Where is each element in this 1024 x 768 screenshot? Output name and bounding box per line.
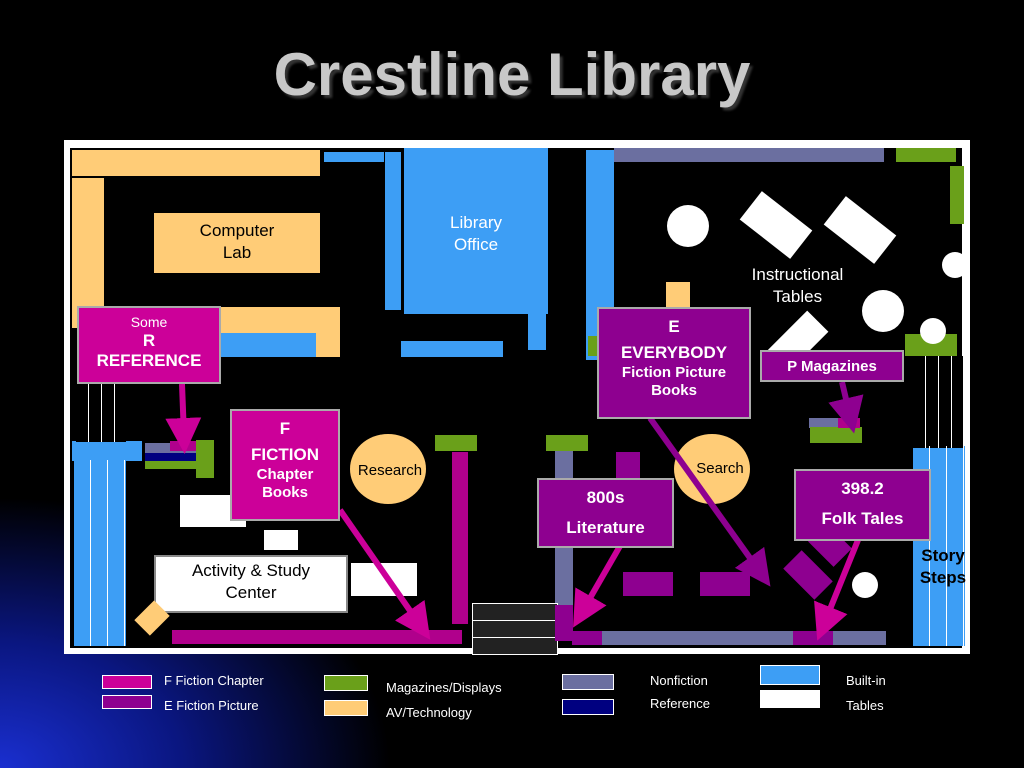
legend-reference: Reference	[650, 696, 710, 711]
legend-magazines: Magazines/Displays	[386, 680, 502, 695]
av-small-unit	[666, 282, 690, 310]
computer-lab-label: Computer Lab	[199, 221, 275, 262]
research-station[interactable]	[350, 434, 426, 504]
right-wall-stripes	[913, 356, 963, 448]
library-office	[404, 148, 548, 314]
fiction-callout-fiction: FICTION	[251, 445, 319, 465]
folk-tales-callout-398: 398.2	[841, 479, 884, 498]
legend-f-fiction: F Fiction Chapter	[164, 673, 264, 688]
legend-swatch-magazines	[324, 675, 368, 691]
builtin-under-office	[401, 341, 503, 357]
arrow-fiction	[337, 508, 431, 640]
everybody-callout-everybody: EVERYBODY	[620, 343, 728, 363]
builtin-left-shelf-top	[72, 441, 142, 461]
legend-av: AV/Technology	[386, 705, 472, 720]
left-wall-stripes	[76, 380, 126, 442]
literature-callout-literature: Literature	[566, 518, 645, 538]
e-fiction-shelf-1	[616, 452, 640, 482]
round-table-1	[667, 205, 709, 247]
everybody-callout-fiction-picture: Fiction Picture	[621, 363, 727, 381]
reference-shelf	[145, 453, 197, 461]
legend-swatch-tables	[760, 690, 820, 708]
activity-study-center-label: Activity & Study Center	[191, 561, 311, 602]
display-right-wall	[950, 166, 964, 224]
everybody-callout-e: E	[668, 317, 680, 336]
fiction-callout-chapter: Chapter	[256, 465, 314, 483]
e-fiction-shelf-5	[572, 631, 602, 645]
legend-swatch-e-fiction	[102, 695, 152, 709]
builtin-stripes	[74, 460, 126, 646]
av-shelf-vertical	[316, 307, 340, 357]
library-office-label: Library Office	[450, 213, 502, 254]
nonfiction-top-wall	[614, 148, 884, 162]
arrow-reference	[165, 383, 202, 454]
display-research-right	[546, 435, 588, 451]
magazines-callout: P Magazines	[760, 350, 904, 382]
everybody-callout: E EVERYBODY Fiction Picture Books	[597, 307, 751, 419]
display-research-left	[435, 435, 477, 451]
fiction-callout-f: F	[279, 419, 291, 438]
e-fiction-shelf-2	[623, 572, 673, 596]
folk-tales-callout: 398.2 Folk Tales	[794, 469, 931, 541]
reference-callout-some: Some	[130, 314, 168, 330]
builtin-office-post	[528, 314, 546, 350]
round-table-4	[920, 318, 946, 344]
legend-tables: Tables	[846, 698, 884, 713]
legend-swatch-reference	[562, 699, 614, 715]
legend-builtin: Built-in	[846, 673, 886, 688]
computer-lab	[154, 213, 320, 273]
instructional-tables-label: Instructional Tables	[751, 265, 844, 306]
page-title: Crestline Library	[273, 41, 751, 108]
display-right-mid	[905, 334, 957, 356]
legend-swatch-nonfiction	[562, 674, 614, 690]
fiction-callout: F FICTION Chapter Books	[230, 409, 340, 521]
fiction-shelf-vertical	[452, 452, 468, 624]
av-shelf-top-left	[72, 150, 320, 176]
literature-callout-800s: 800s	[586, 488, 625, 507]
story-steps-label: Story Steps	[919, 546, 967, 587]
research-label: Research	[357, 462, 423, 479]
stair-3	[472, 637, 558, 655]
e-fiction-shelf-4	[555, 605, 573, 641]
av-shelf-left-wall	[72, 178, 104, 328]
round-table-3	[942, 252, 968, 278]
legend-nonfiction: Nonfiction	[650, 673, 708, 688]
table-left-2	[264, 530, 298, 550]
fiction-shelf-bottom	[172, 630, 462, 644]
reference-callout: Some R REFERENCE	[77, 306, 221, 384]
reference-callout-r: R	[142, 330, 156, 350]
display-top-right	[896, 148, 956, 162]
everybody-callout-books: Books	[651, 381, 697, 399]
display-left-shelf	[145, 461, 197, 469]
round-table-2	[862, 290, 904, 332]
magazines-callout-text: P Magazines	[787, 358, 877, 375]
literature-callout: 800s Literature	[537, 478, 674, 548]
arrow-magazines	[828, 381, 864, 434]
activity-study-center	[154, 555, 348, 613]
arrow-literature	[573, 544, 623, 628]
legend-e-fiction: E Fiction Picture	[164, 698, 259, 713]
legend-swatch-av	[324, 700, 368, 716]
reference-callout-reference: REFERENCE	[96, 351, 202, 371]
legend-swatch-f-fiction	[102, 675, 152, 689]
folk-tales-callout-folk-tales: Folk Tales	[821, 509, 904, 529]
arrow-everybody	[647, 416, 771, 587]
search-label: Search	[696, 460, 744, 477]
builtin-top	[324, 152, 384, 162]
fiction-callout-books: Books	[262, 483, 308, 501]
round-table-5	[852, 572, 878, 598]
legend-swatch-builtin	[760, 665, 820, 685]
builtin-vertical-left	[385, 152, 401, 310]
builtin-middle-left	[220, 333, 316, 357]
arrow-folk-tales	[814, 538, 861, 641]
